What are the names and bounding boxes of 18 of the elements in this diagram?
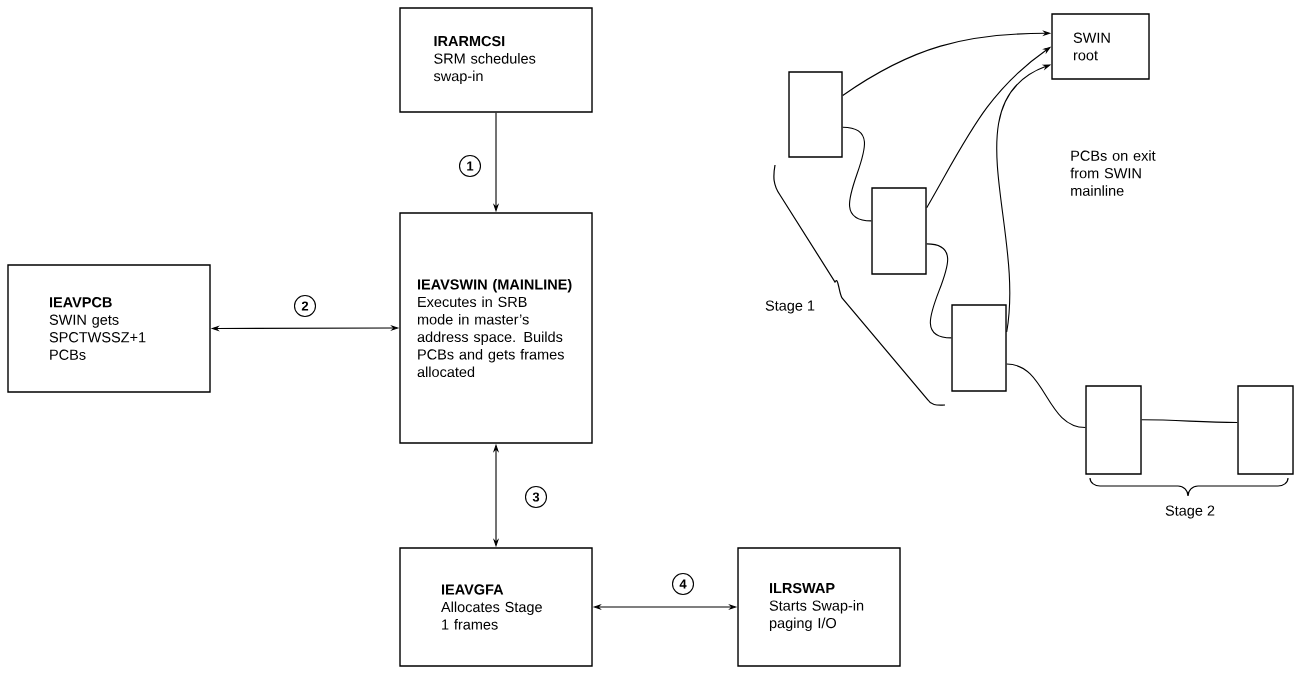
empty-box xyxy=(788,71,843,158)
process-box: ILRSWAP Starts Swap-in paging I/O xyxy=(737,547,901,667)
edge-label: 4 xyxy=(671,572,695,596)
empty-box xyxy=(1237,385,1294,475)
empty-box xyxy=(951,304,1007,392)
bracket-label: Stage 2 xyxy=(1165,505,1215,519)
empty-box xyxy=(871,187,927,275)
bracket-label: Stage 1 xyxy=(765,300,815,314)
empty-box xyxy=(1085,385,1142,475)
process-box: IRARMCSI SRM schedules swap-in xyxy=(399,7,593,113)
process-box: IEAVSWIN (MAINLINE) Executes in SRB mode in master’s address space. Builds PCBs and gets frames allocated xyxy=(399,212,593,444)
edge-label: 2 xyxy=(293,294,317,318)
process-box: IEAVGFA Allocates Stage 1 frames xyxy=(399,547,593,667)
process-box: IEAVPCB SWIN gets SPCTWSSZ+1 PCBs xyxy=(7,264,211,393)
process-box: SWIN root xyxy=(1051,13,1150,80)
edge-label: 1 xyxy=(458,154,482,178)
edge-label: 3 xyxy=(524,485,548,509)
note-text: PCBs on exit from SWIN mainline xyxy=(1070,150,1156,196)
